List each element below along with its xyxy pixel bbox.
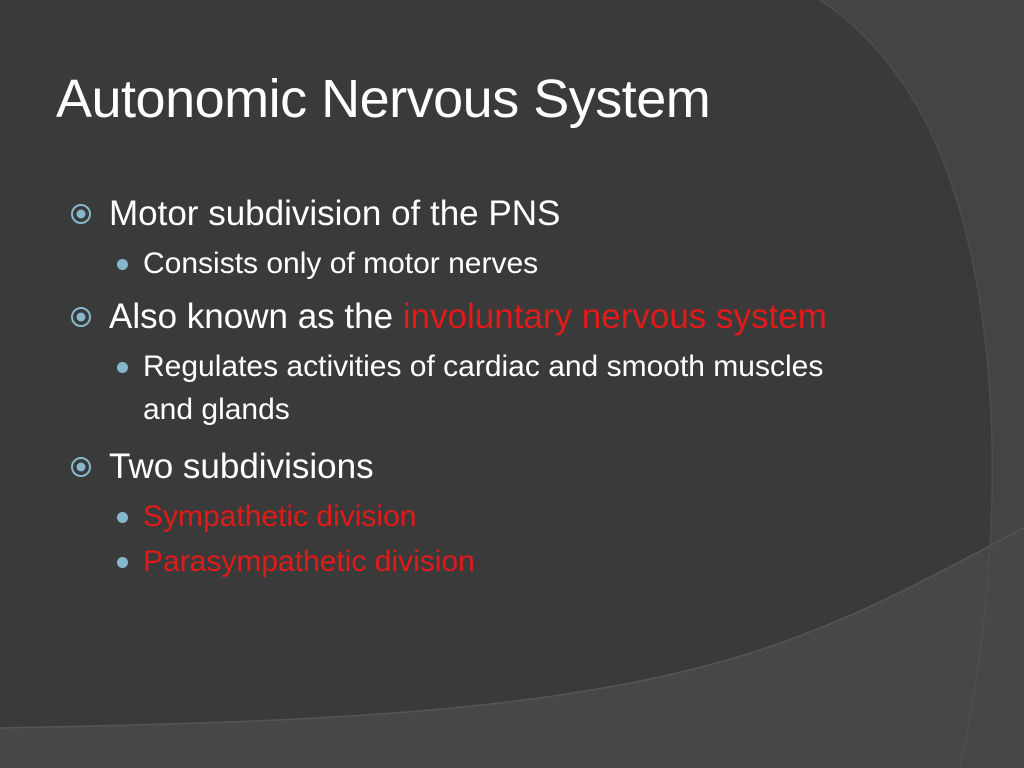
sub-bullet-text: Consists only of motor nerves	[143, 247, 539, 280]
dot-icon	[117, 362, 128, 373]
sub-bullet-text: Regulates activities of cardiac and smoo…	[143, 350, 824, 426]
sub-bullet-text: Parasympathetic division	[143, 545, 475, 578]
slide-title: Autonomic Nervous System	[56, 69, 711, 129]
bullet-level1: Also known as the involuntary nervous sy…	[66, 291, 866, 343]
bullet-text: Motor subdivision of the PNS	[109, 194, 561, 233]
bullet-level1: Motor subdivision of the PNS	[66, 188, 866, 240]
bullet-level1: Two subdivisions	[66, 441, 866, 493]
dot-icon	[117, 259, 128, 270]
bullet-list: Motor subdivision of the PNS Consists on…	[66, 188, 866, 583]
bullet-text: Also known as the	[109, 297, 403, 336]
circled-dot-icon	[71, 457, 91, 477]
bullet-text: Two subdivisions	[109, 447, 374, 486]
sub-bullet-text: Sympathetic division	[143, 500, 417, 533]
bullet-level2: Consists only of motor nerves	[66, 242, 866, 285]
bullet-level2: Parasympathetic division	[66, 540, 866, 583]
bullet-level2: Sympathetic division	[66, 495, 866, 538]
bullet-level2: Regulates activities of cardiac and smoo…	[66, 345, 866, 431]
dot-icon	[117, 557, 128, 568]
highlighted-term: involuntary nervous system	[402, 297, 827, 336]
dot-icon	[117, 512, 128, 523]
circled-dot-icon	[71, 307, 91, 327]
circled-dot-icon	[71, 204, 91, 224]
